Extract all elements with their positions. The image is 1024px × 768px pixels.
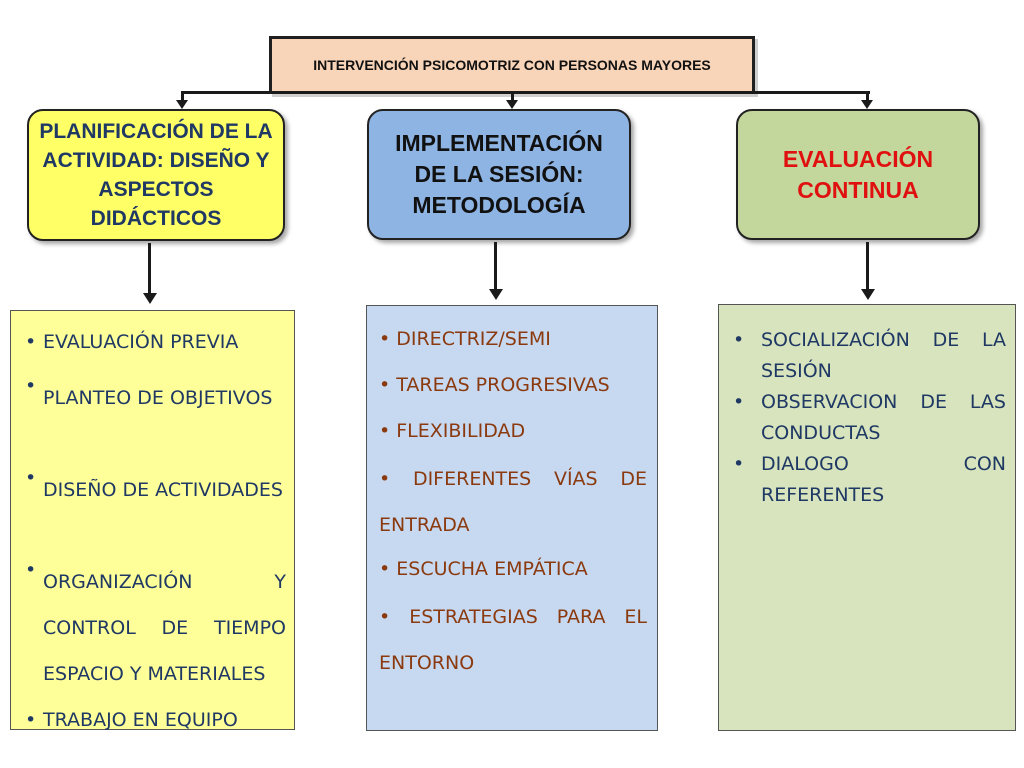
- category-evaluacion: EVALUACIÓN CONTINUA: [736, 109, 980, 240]
- connector-horizontal: [182, 91, 870, 94]
- arrow-right-top: [861, 100, 873, 109]
- list-item: • PLANTEO DE OBJETIVOS: [25, 375, 273, 409]
- list-item: • OBSERVACION DE LAS CONDUCTAS: [733, 391, 1006, 444]
- list-evaluacion: • SOCIALIZACIÓN DE LA SESIÓN • OBSERVACI…: [731, 325, 1006, 511]
- list-item: • ORGANIZACIÓN Y CONTROL DE TIEMPO ESPAC…: [25, 559, 286, 685]
- list-item: • SOCIALIZACIÓN DE LA SESIÓN: [733, 329, 1006, 382]
- arrow-left-lower: [143, 293, 157, 304]
- category-evaluacion-label: EVALUACIÓN CONTINUA: [782, 145, 934, 203]
- arrow-center-lower: [489, 289, 503, 300]
- diagram-title-box: INTERVENCIÓN PSICOMOTRIZ CON PERSONAS MA…: [269, 36, 755, 94]
- list-planificacion: •EVALUACIÓN PREVIA • PLANTEO DE OBJETIVO…: [21, 329, 286, 743]
- list-item: • TAREAS PROGRESIVAS: [379, 374, 610, 396]
- list-item: •TRABAJO EN EQUIPO: [25, 709, 238, 731]
- list-item: • ESCUCHA EMPÁTICA: [379, 558, 588, 580]
- category-implementacion: IMPLEMENTACIÓN DE LA SESIÓN: METODOLOGÍA: [367, 109, 631, 240]
- list-item: • FLEXIBILIDAD: [379, 420, 526, 442]
- connector-drop-left: [181, 91, 184, 101]
- category-planificacion-label: PLANIFICACIÓN DE LA ACTIVIDAD: DISEÑO Y …: [39, 120, 273, 230]
- list-item: • DIRECTRIZ/SEMI: [379, 328, 551, 350]
- list-item: • DISEÑO DE ACTIVIDADES: [25, 467, 283, 501]
- panel-implementacion: • DIRECTRIZ/SEMI • TAREAS PROGRESIVAS • …: [366, 305, 658, 731]
- diagram-title: INTERVENCIÓN PSICOMOTRIZ CON PERSONAS MA…: [313, 56, 711, 73]
- panel-evaluacion: • SOCIALIZACIÓN DE LA SESIÓN • OBSERVACI…: [718, 304, 1016, 731]
- list-item: • DIFERENTES VÍAS DE ENTRADA: [379, 468, 647, 536]
- list-item: •EVALUACIÓN PREVIA: [25, 331, 239, 353]
- list-item: • ESTRATEGIAS PARA EL ENTORNO: [379, 606, 648, 674]
- arrow-right-lower: [861, 289, 875, 300]
- category-planificacion: PLANIFICACIÓN DE LA ACTIVIDAD: DISEÑO Y …: [27, 109, 285, 241]
- category-implementacion-label: IMPLEMENTACIÓN DE LA SESIÓN: METODOLOGÍA: [395, 130, 603, 218]
- connector-drop-right: [866, 91, 869, 101]
- connector-drop-center: [511, 91, 514, 101]
- list-item: • DIALOGO CON REFERENTES: [733, 453, 1006, 506]
- connector-center-lower: [494, 242, 497, 290]
- arrow-left-top: [176, 100, 188, 109]
- panel-planificacion: •EVALUACIÓN PREVIA • PLANTEO DE OBJETIVO…: [10, 310, 295, 731]
- list-implementacion: • DIRECTRIZ/SEMI • TAREAS PROGRESIVAS • …: [379, 318, 647, 686]
- arrow-center-top: [506, 100, 518, 109]
- connector-right-lower: [866, 242, 869, 290]
- connector-left-lower: [148, 243, 151, 295]
